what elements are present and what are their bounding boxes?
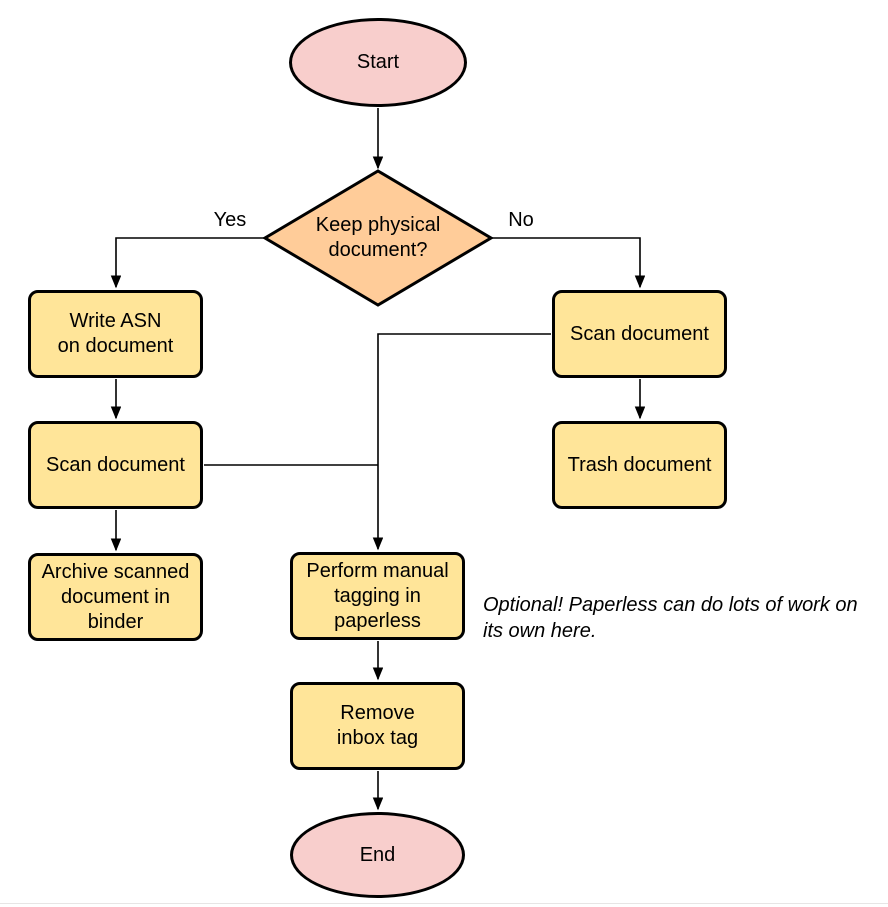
connector-no-branch [490,237,640,287]
end-node: End [290,812,465,898]
yes-edge-label: Yes [213,209,247,231]
write-asn-node: Write ASN on document [28,290,203,378]
optional-note: Optional! Paperless can do lots of work … [483,594,858,642]
scan-document-left-node: Scan document [28,421,203,509]
decision-diamond-shape [262,169,494,307]
start-node: Start [289,18,467,107]
scan-document-right-node: Scan document [552,290,727,378]
no-edge-label: No [508,209,534,231]
archive-document-node: Archive scanned document in binder [28,553,203,641]
connector-scanright-to-tagging [378,333,551,549]
connector-yes-branch [116,237,266,287]
trash-document-node: Trash document [552,421,727,509]
remove-inbox-tag-node: Remove inbox tag [290,682,465,770]
decision-node-label: Keep physical document? [315,214,441,261]
manual-tagging-node: Perform manual tagging in paperless [290,552,465,640]
bottom-divider [0,903,888,904]
